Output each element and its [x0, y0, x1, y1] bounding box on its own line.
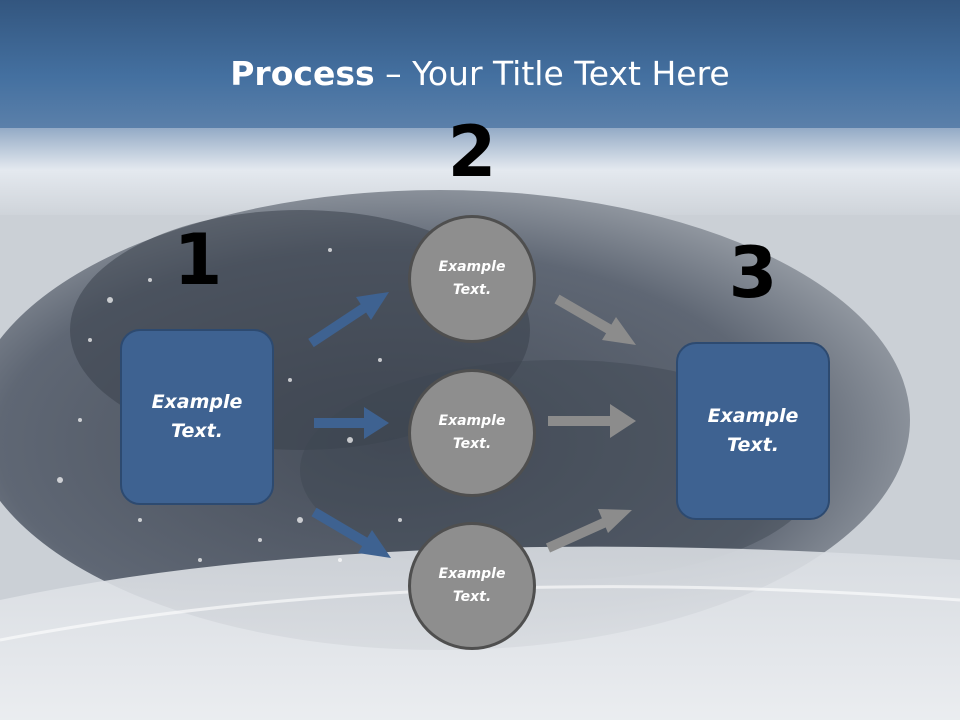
step-number-1: 1: [173, 219, 223, 301]
title-bold: Process: [230, 54, 375, 93]
step-number-2: 2: [447, 111, 497, 193]
slide-title: Process – Your Title Text Here: [0, 52, 960, 96]
blue-arrow-up: [308, 292, 389, 348]
step-2-circle-bottom: Example Text.: [408, 522, 536, 650]
title-rest: – Your Title Text Here: [374, 54, 730, 93]
gray-arrow-right: [548, 404, 636, 438]
step-2-circle-middle: Example Text.: [408, 369, 536, 497]
blue-arrow-right: [314, 407, 389, 439]
step-number-3: 3: [728, 232, 778, 314]
step-2-circle-top: Example Text.: [408, 215, 536, 343]
step-1-box: Example Text.: [120, 329, 274, 505]
blue-arrow-down: [311, 507, 391, 558]
step-3-box: Example Text.: [676, 342, 830, 520]
gray-arrow-up: [545, 509, 632, 553]
gray-arrow-down: [554, 294, 636, 345]
